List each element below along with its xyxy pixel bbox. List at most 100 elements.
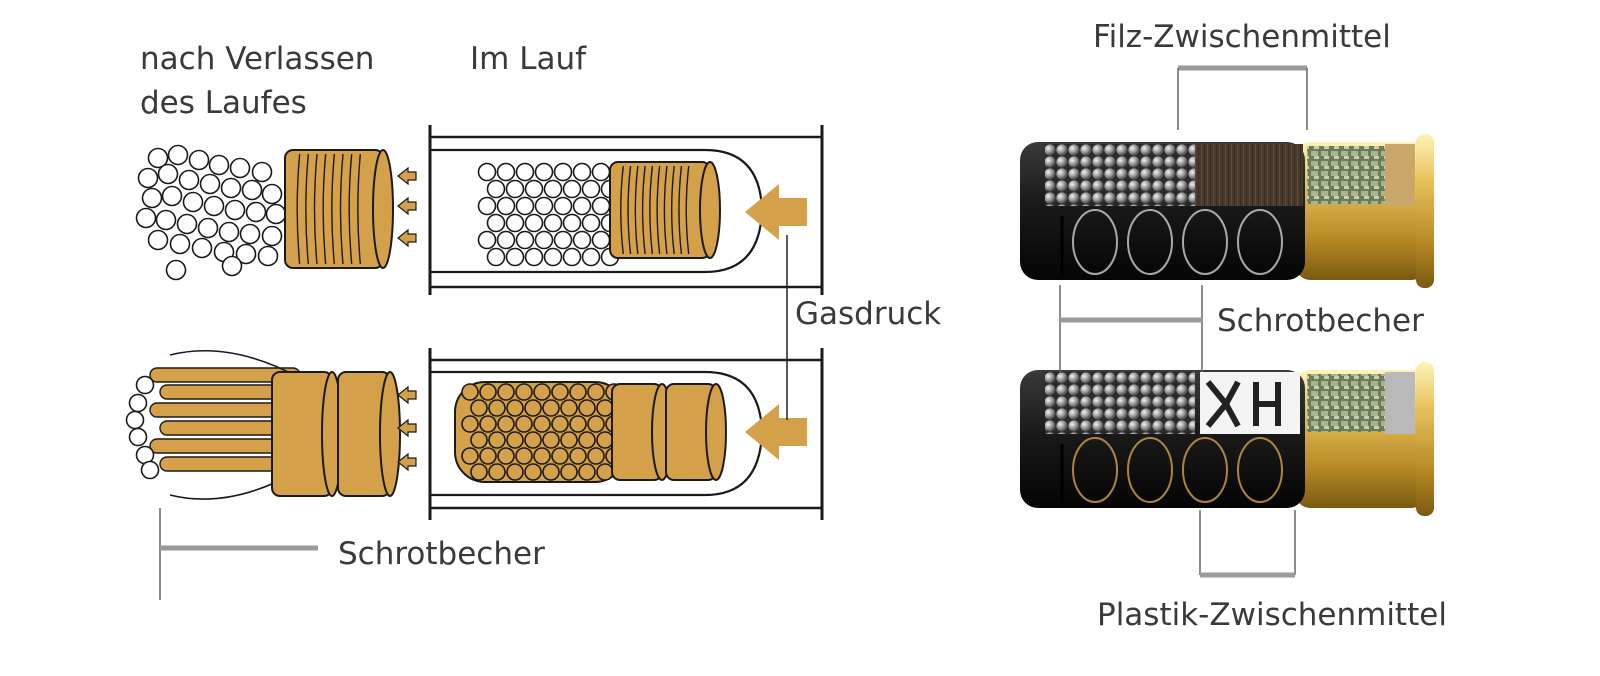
wad-groove — [305, 153, 310, 265]
brass-rim — [1416, 362, 1434, 516]
brass-rim — [1416, 134, 1434, 288]
shot-pellet — [496, 196, 516, 216]
wad-groove — [656, 165, 661, 255]
shot-pellet — [461, 447, 479, 465]
label-after-barrel-line1: nach Verlassen — [140, 41, 375, 77]
shot-pellet — [245, 201, 267, 223]
wad-groove — [663, 165, 668, 255]
shot-pellet — [562, 213, 582, 233]
shot-pellet — [161, 185, 183, 207]
cartridge-plastic-wad — [1020, 362, 1434, 516]
shot-pellet — [553, 196, 573, 216]
shell-print-emblem — [1237, 437, 1283, 503]
wad-face — [699, 161, 721, 259]
shot-pellet — [497, 447, 515, 465]
small-arrow-bottom — [397, 452, 417, 472]
shot-pellet — [543, 213, 563, 233]
small-arrow-bottom — [397, 385, 417, 405]
shot-pellet — [203, 195, 225, 217]
shot-pellet — [128, 427, 148, 447]
shot-pellet — [524, 399, 542, 417]
shot-pellet — [587, 383, 605, 401]
shot-pellet — [581, 247, 601, 267]
shot-pellet — [235, 243, 257, 265]
shot-pellet — [542, 463, 560, 481]
shot-pellet — [596, 399, 614, 417]
powder-charge — [1307, 146, 1385, 204]
shot-pellet — [147, 229, 169, 251]
wad-face — [379, 371, 401, 497]
shot-pellet — [524, 463, 542, 481]
shot-pellet — [135, 375, 155, 395]
shot-pellet — [128, 393, 148, 413]
shot-pellet — [479, 415, 497, 433]
wad-groove — [348, 153, 353, 265]
shotcup-base-outside — [271, 371, 343, 497]
shot-pellet — [533, 383, 551, 401]
shot-pellet — [524, 213, 544, 233]
shot-pellet — [534, 230, 554, 250]
plastic-wad — [1200, 372, 1300, 434]
leader-lines — [159, 65, 1308, 600]
shot-pellet — [560, 399, 578, 417]
shot-pellet — [488, 463, 506, 481]
shot-pellet — [596, 463, 614, 481]
shot-pellet — [591, 230, 611, 250]
shot-pellet — [553, 230, 573, 250]
wad-diagram-left — [125, 125, 824, 520]
shot-pellet — [596, 431, 614, 449]
shot-pellet — [562, 247, 582, 267]
shot-pellet — [125, 410, 145, 430]
shot-pellet — [543, 179, 563, 199]
shot-pellet — [199, 173, 221, 195]
shot-pellet — [560, 463, 578, 481]
label-plastic-wad: Plastik-Zwischenmittel — [1097, 597, 1447, 633]
shot-pellet — [261, 183, 283, 205]
shot-pellet — [581, 213, 601, 233]
shot-pellet — [477, 196, 497, 216]
shot-pellet — [182, 191, 204, 213]
shot-pellet — [569, 447, 587, 465]
shell-print-emblem — [1182, 209, 1228, 275]
shot-pellet — [477, 162, 497, 182]
primer-cup — [1385, 144, 1415, 206]
shell-print-emblem — [1127, 209, 1173, 275]
shotcup-base-inside — [611, 383, 673, 481]
label-gas-pressure: Gasdruck — [795, 296, 942, 332]
shot-pellet — [470, 399, 488, 417]
shot-pellet — [515, 196, 535, 216]
shot-pellet — [497, 415, 515, 433]
shot-pellet — [505, 247, 525, 267]
shot-pellet — [587, 415, 605, 433]
shot-pellet — [221, 255, 243, 277]
small-arrow-bottom — [397, 418, 417, 438]
shot-pellet — [229, 157, 251, 179]
shot-pellet — [257, 245, 279, 267]
shot-pellet — [572, 162, 592, 182]
shot-pellet — [578, 463, 596, 481]
shot-pellet — [524, 179, 544, 199]
shot-pellet — [486, 247, 506, 267]
shot-pellet — [218, 221, 240, 243]
shot-pellet — [524, 431, 542, 449]
shot-pellet — [486, 213, 506, 233]
shot-pellet — [224, 199, 246, 221]
wad-groove — [357, 153, 362, 265]
shot-load — [1045, 144, 1195, 206]
label-after-barrel-line2: des Laufes — [140, 85, 307, 121]
petal-edge — [169, 350, 301, 379]
shot-pellet — [533, 415, 551, 433]
wad-groove — [678, 165, 683, 255]
shot-pellet — [208, 154, 230, 176]
shot-pellet — [542, 431, 560, 449]
shot-pellet — [488, 399, 506, 417]
shot-pellet — [569, 383, 587, 401]
gas-pressure-arrow-bottom — [745, 404, 807, 460]
shot-pellet — [562, 179, 582, 199]
wad-groove — [670, 165, 675, 255]
plastic-wad-outline — [1205, 380, 1281, 428]
wad-body — [609, 161, 711, 259]
wad-groove — [641, 165, 646, 255]
shot-pellet — [515, 415, 533, 433]
